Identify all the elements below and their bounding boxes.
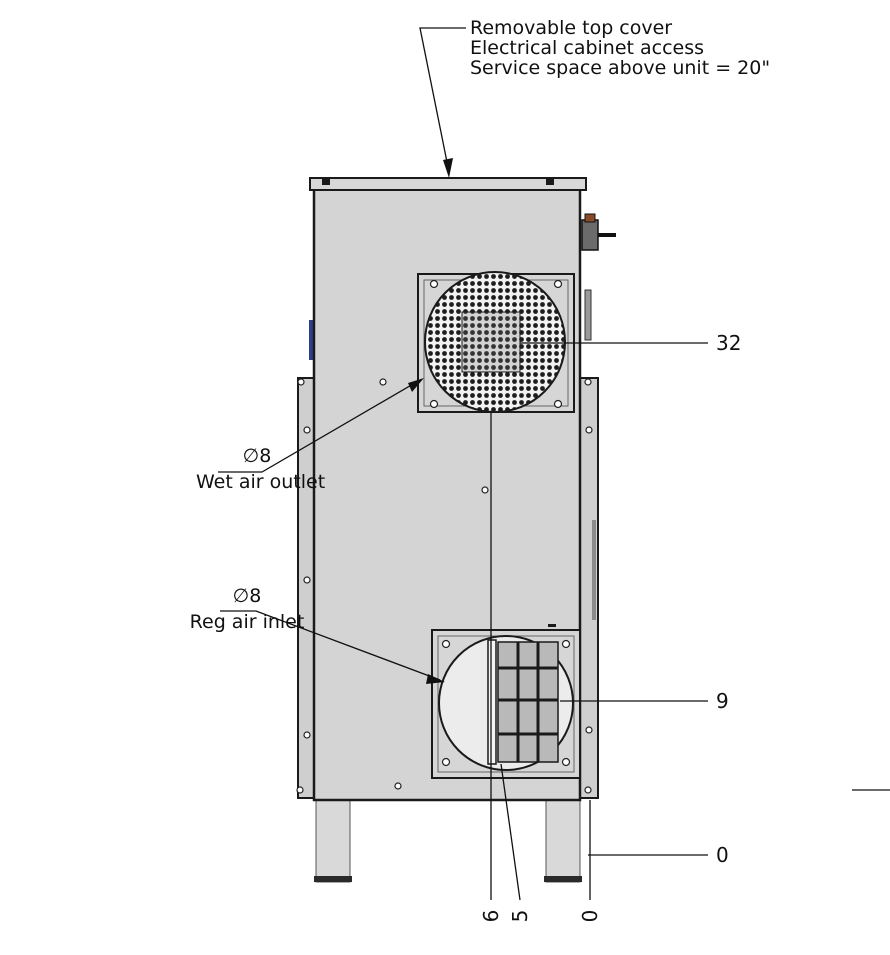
dim-value-5: 5: [508, 909, 532, 923]
outlet-mesh: [424, 271, 566, 413]
inlet-grid: [487, 639, 559, 765]
top-cover-line-1: Removable top cover: [470, 17, 673, 39]
wet-outlet-note: ∅8 Wet air outlet: [196, 446, 326, 493]
dim-value-32: 32: [716, 331, 742, 355]
outlet-inner-box: [461, 311, 521, 373]
wet-outlet-leader: [218, 379, 421, 473]
dim-value-0-bottom: 0: [578, 909, 602, 923]
dimension-lines: [490, 342, 890, 901]
right-leg: [545, 799, 581, 883]
inlet-top-mark: [548, 624, 556, 627]
left-leg-foot: [314, 876, 352, 882]
top-cover-line-2: Electrical cabinet access: [470, 37, 705, 59]
dim-value-6: 6: [479, 909, 503, 923]
diameter-symbol: ∅: [242, 445, 260, 467]
outlet-flange-screws: [429, 279, 563, 409]
leader-lines: [218, 27, 466, 681]
inlet-flange-screws: [441, 639, 571, 767]
cover-clip-left: [322, 179, 330, 185]
reg-inlet-diameter: ∅8: [188, 586, 306, 606]
wet-outlet-diameter-value: 8: [259, 445, 272, 467]
diameter-symbol: ∅: [232, 585, 250, 607]
dim-value-0-right: 0: [716, 843, 729, 867]
wet-outlet-arrowhead: [408, 378, 424, 392]
right-leg-foot: [544, 876, 582, 882]
connector-body: [581, 219, 599, 251]
wet-outlet-diameter: ∅8: [196, 446, 318, 466]
reg-inlet-leader: [220, 610, 441, 681]
connector-band: [584, 213, 596, 223]
screws: [296, 378, 593, 794]
reg-inlet-note: ∅8 Reg air inlet: [188, 586, 306, 632]
right-dark-tab: [584, 289, 592, 341]
dim-value-9: 9: [716, 689, 729, 713]
reg-inlet-arrowhead: [426, 674, 445, 684]
reg-inlet-label: Reg air inlet: [189, 611, 305, 633]
leader-arrowheads: [408, 158, 453, 684]
top-cover: [309, 177, 587, 191]
reg-inlet-diameter-value: 8: [249, 585, 262, 607]
top-cover-arrowhead: [443, 158, 453, 178]
right-side-strip: [592, 520, 596, 620]
top-cover-line-3: Service space above unit = 20": [470, 57, 771, 79]
cover-clip-right: [546, 179, 554, 185]
dim-line-5: [500, 763, 521, 901]
top-cover-note: Removable top cover Electrical cabinet a…: [470, 18, 770, 78]
top-cover-leader: [419, 27, 466, 173]
wet-outlet-label: Wet air outlet: [196, 471, 326, 493]
left-leg: [315, 799, 351, 883]
